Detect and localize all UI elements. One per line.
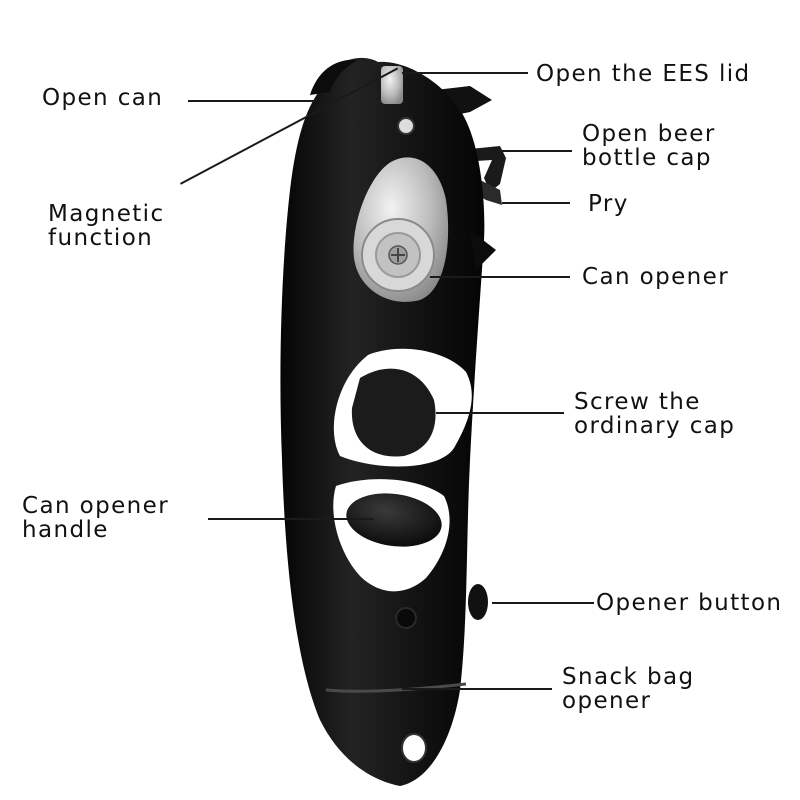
label-open-beer: Open beer bottle cap (582, 122, 716, 170)
leader-pry (502, 202, 570, 204)
label-snack-bag-line2: opener (562, 688, 652, 714)
label-can-opener: Can opener (582, 265, 729, 289)
label-magnetic-line1: Magnetic (48, 201, 165, 227)
label-handle-line2: handle (22, 517, 109, 543)
label-open-beer-line2: bottle cap (582, 145, 712, 171)
label-open-beer-line1: Open beer (582, 121, 716, 147)
leader-handle (208, 518, 374, 520)
label-pry-text: Pry (588, 191, 629, 217)
leader-open-beer (494, 150, 572, 152)
label-pry: Pry (588, 192, 629, 216)
label-magnetic: Magnetic function (48, 202, 165, 250)
snack-bag-slot (325, 682, 467, 693)
label-open-ees-lid: Open the EES lid (536, 62, 751, 86)
hanging-hole (401, 733, 427, 763)
label-screw-cap-line1: Screw the (574, 389, 701, 415)
magnet-dot (397, 117, 415, 135)
label-snack-bag: Snack bag opener (562, 665, 694, 713)
label-open-ees-lid-text: Open the EES lid (536, 61, 751, 87)
label-screw-cap: Screw the ordinary cap (574, 390, 735, 438)
label-screw-cap-line2: ordinary cap (574, 413, 736, 439)
label-handle: Can opener handle (22, 494, 169, 542)
leader-opener-button (492, 602, 594, 604)
label-opener-button-text: Opener button (596, 590, 783, 616)
label-can-opener-text: Can opener (582, 264, 730, 290)
leader-can-opener (430, 276, 570, 278)
leader-snack-bag (402, 688, 552, 690)
label-open-can-text: Open can (42, 85, 164, 111)
leader-screw-cap (436, 412, 564, 414)
opener-button (468, 584, 488, 620)
body-dot (395, 607, 417, 629)
label-handle-line1: Can opener (22, 493, 170, 519)
leader-open-ees-lid (402, 72, 528, 74)
label-magnetic-line2: function (48, 225, 154, 251)
handle-knob (346, 493, 442, 547)
side-notch (470, 230, 496, 270)
ees-lid-tab (381, 66, 403, 104)
label-snack-bag-line1: Snack bag (562, 664, 695, 690)
can-hook (310, 59, 358, 95)
label-opener-button: Opener button (596, 591, 782, 615)
label-open-can: Open can (42, 86, 163, 110)
leader-open-can (188, 100, 316, 102)
